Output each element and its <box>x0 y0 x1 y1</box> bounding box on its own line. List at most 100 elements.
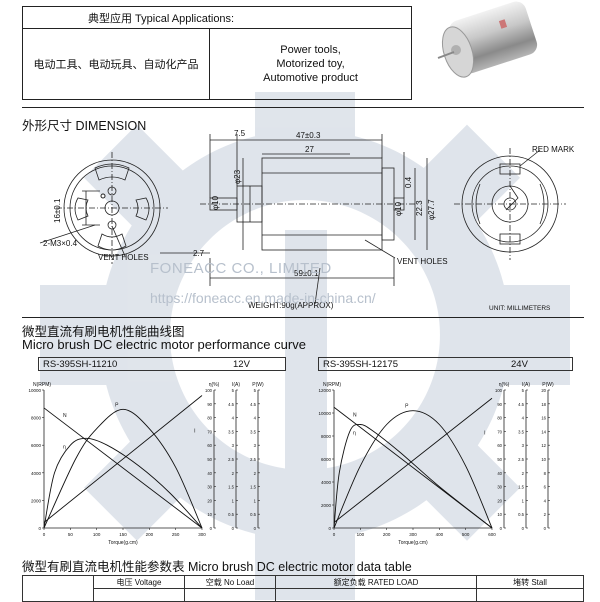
right-axis-tick-label: 0 <box>232 526 235 531</box>
series-N-label: N <box>63 413 67 419</box>
right-axis-tick-label: 4 <box>232 416 235 421</box>
right-axis-tick-label: 80 <box>207 416 212 421</box>
right-axis-tick-label: 0 <box>254 526 257 531</box>
right-axis-tick-label: 90 <box>497 402 502 407</box>
dim-label-59: 59±0.1 <box>294 269 319 278</box>
right-axis-tick-label: 14 <box>541 429 546 434</box>
data-table-header-stall: 堵转 Stall <box>476 575 584 589</box>
dim-label-0-4: 0.4 <box>404 176 413 188</box>
dim-label-22-3: 22.3 <box>415 200 424 216</box>
x-tick-label: 200 <box>146 532 154 537</box>
right-axis-tick-label: 5 <box>522 388 525 393</box>
x-tick-label: 50 <box>68 532 74 537</box>
applications-en-line: Power tools, <box>280 44 341 56</box>
right-axis-tick-label: 0 <box>500 526 503 531</box>
vent-hole <box>97 233 127 251</box>
dim-label-27: 27 <box>305 145 314 154</box>
x-tick-label: 150 <box>119 532 127 537</box>
right-axis-tick-label: 40 <box>497 471 502 476</box>
vent-hole <box>135 197 150 221</box>
right-axis-tick-label: 100 <box>205 388 213 393</box>
data-table-header-rated: 额定负载 RATED LOAD <box>275 575 477 589</box>
chart-2-model: RS-395SH-12175 <box>323 359 398 370</box>
series-P-label: P <box>115 402 119 408</box>
dim-label-10a: φ10 <box>211 195 220 210</box>
y-tick-label: 10000 <box>318 411 331 416</box>
chart-2-model-box: RS-395SH-12175 24V <box>318 357 573 371</box>
right-axis-tick-label: 0.5 <box>228 512 234 517</box>
applications-table: 典型应用 Typical Applications: 电动工具、电动玩具、自动化… <box>22 6 412 100</box>
x-tick-label: 300 <box>409 532 417 537</box>
right-axis-tick-label: 3 <box>254 443 257 448</box>
dim-label-27-7: φ27.7 <box>427 199 436 220</box>
right-axis-tick-label: 60 <box>207 443 212 448</box>
left-axis-label: N(RPM) <box>323 382 341 388</box>
right-axis-tick-label: 20 <box>541 388 546 393</box>
performance-title-cn: 微型直流有刷电机性能曲线图 <box>22 325 185 339</box>
right-axis-label: η(%) <box>209 382 220 388</box>
x-tick-label: 300 <box>198 532 206 537</box>
right-axis-tick-label: 16 <box>541 416 546 421</box>
right-axis-tick-label: 3.5 <box>250 429 256 434</box>
right-axis-tick-label: 6 <box>544 485 547 490</box>
y-tick-label: 2000 <box>31 498 42 503</box>
y-tick-label: 10000 <box>28 388 41 393</box>
dim-label-16: 16±0.1 <box>53 198 62 223</box>
series-I-label: I <box>194 429 195 435</box>
y-tick-label: 6000 <box>31 443 42 448</box>
divider <box>22 107 584 108</box>
right-axis-label: I(A) <box>522 382 530 388</box>
x-axis-label: Torque(g.cm) <box>398 540 428 546</box>
right-axis-tick-label: 5 <box>254 388 257 393</box>
series-N-label: N <box>353 412 357 418</box>
x-tick-label: 500 <box>462 532 470 537</box>
right-axis-label: η(%) <box>499 382 510 388</box>
right-axis-tick-label: 70 <box>497 429 502 434</box>
watermark-url: https://foneacc.en.made-in-china.cn/ <box>150 290 376 306</box>
right-axis-tick-label: 1 <box>522 498 525 503</box>
data-table: 电压 Voltage 空载 No Load 额定负载 RATED LOAD 堵转… <box>22 575 584 602</box>
y-tick-label: 8000 <box>31 416 42 421</box>
dimension-drawing: 2-M3×0.4 VENT HOLES 7.5 47±0.3 27 2.7 59… <box>39 129 575 312</box>
x-tick-label: 0 <box>333 532 336 537</box>
units-label: UNIT: MILLIMETERS <box>489 305 551 312</box>
series-P-line <box>333 410 493 529</box>
right-axis-tick-label: 1.5 <box>250 485 256 490</box>
y-tick-label: 4000 <box>321 480 332 485</box>
right-axis-tick-label: 0.5 <box>250 512 256 517</box>
right-axis-tick-label: 10 <box>541 457 546 462</box>
x-axis-label: Torque(g.cm) <box>108 540 138 546</box>
dim-label-2-7: 2.7 <box>193 249 205 258</box>
series-I-label: I <box>484 431 485 437</box>
right-axis-tick-label: 8 <box>544 471 547 476</box>
right-axis-tick-label: 10 <box>207 512 212 517</box>
right-axis-tick-label: 80 <box>497 416 502 421</box>
right-axis-label: P(W) <box>542 382 554 388</box>
right-axis-tick-label: 12 <box>541 443 546 448</box>
red-mark-label: RED MARK <box>532 145 575 154</box>
chart-1-voltage: 12V <box>233 359 250 370</box>
x-tick-label: 0 <box>43 532 46 537</box>
x-tick-label: 400 <box>436 532 444 537</box>
series-P-label: P <box>405 404 409 410</box>
x-tick-label: 100 <box>93 532 101 537</box>
right-axis-tick-label: 2.5 <box>228 457 234 462</box>
right-axis-tick-label: 4.5 <box>228 402 234 407</box>
right-axis-tick-label: 20 <box>207 498 212 503</box>
series-N-line <box>43 407 203 529</box>
right-axis-tick-label: 2.5 <box>250 457 256 462</box>
dim-label-7-5: 7.5 <box>234 129 246 138</box>
x-tick-label: 200 <box>383 532 391 537</box>
y-tick-label: 4000 <box>31 471 42 476</box>
vent-hole <box>74 197 89 221</box>
right-axis-tick-label: 0.5 <box>518 512 524 517</box>
right-axis-tick-label: 2 <box>232 471 235 476</box>
right-axis-tick-label: 2 <box>254 471 257 476</box>
chart-1-model-box: RS-395SH-11210 12V <box>38 357 286 371</box>
right-axis-tick-label: 70 <box>207 429 212 434</box>
chart-1-model: RS-395SH-11210 <box>43 359 118 370</box>
right-axis-tick-label: 1 <box>232 498 235 503</box>
right-axis-tick-label: 30 <box>207 485 212 490</box>
right-axis-tick-label: 30 <box>497 485 502 490</box>
